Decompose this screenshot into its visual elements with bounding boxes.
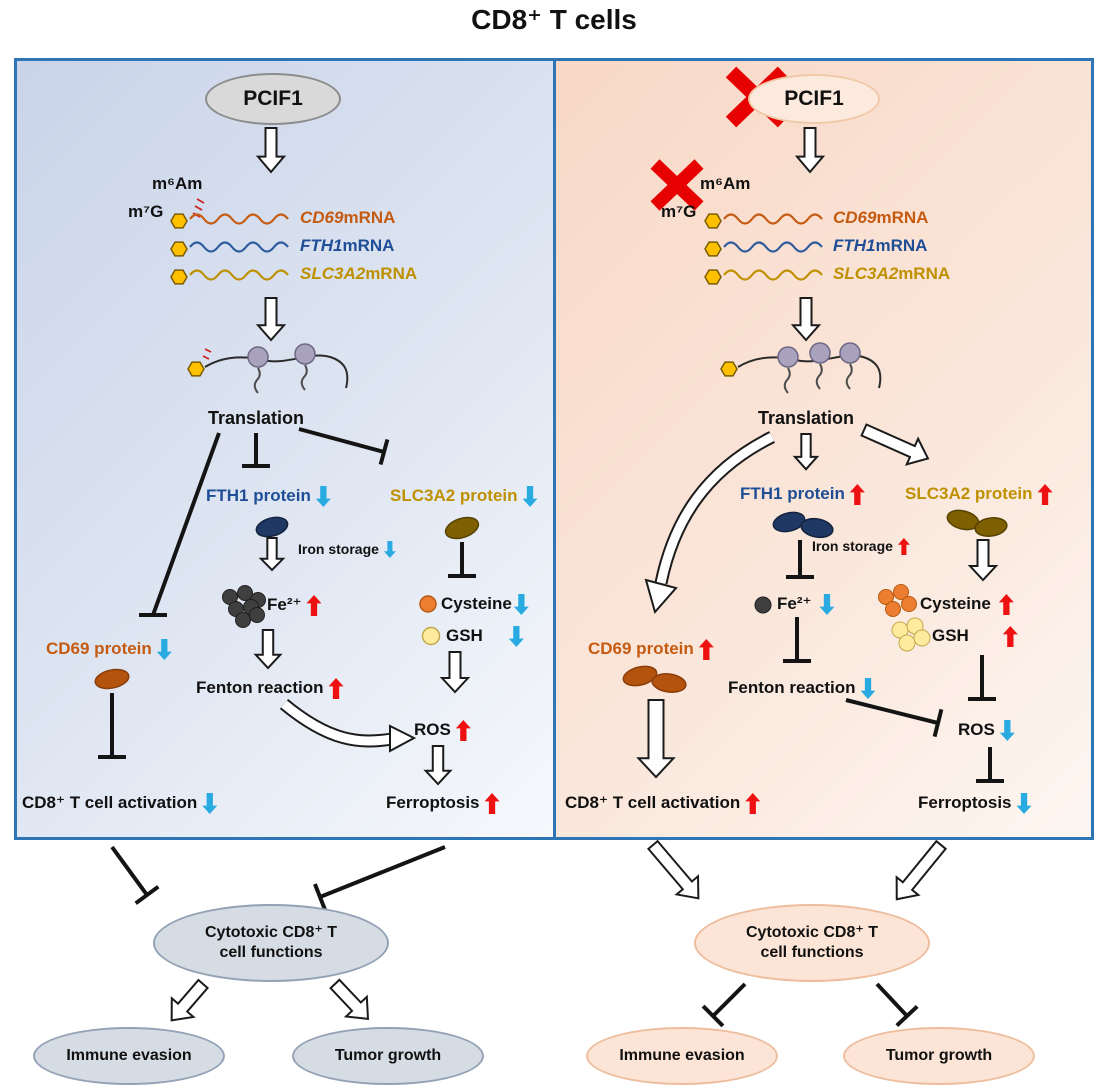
immune-evasion-node: Immune evasion	[586, 1027, 778, 1085]
gsh-label: GSH	[932, 626, 1018, 647]
cd69-mrna-label: CD69 mRNA	[300, 208, 396, 227]
iron-storage-label: Iron storage	[812, 538, 910, 555]
trend-up-icon	[898, 538, 910, 555]
inhibition-bar-ferroptosis-cytotoxic	[313, 845, 446, 911]
ferroptosis-label: Ferroptosis	[918, 793, 1032, 814]
trend-down-icon	[1000, 720, 1015, 741]
slc3a2-protein-label: SLC3A2 protein	[390, 486, 538, 507]
ros-label: ROS	[414, 720, 471, 741]
slc3a2-mrna-label: SLC3A2 mRNA	[300, 264, 418, 283]
trend-down-icon	[157, 639, 172, 660]
cysteine-label: Cysteine	[441, 594, 529, 615]
trend-up-icon	[456, 720, 471, 741]
fenton-label: Fenton reaction	[728, 678, 876, 699]
m6am-label: m⁶Am	[700, 174, 751, 193]
m7g-label: m⁷G	[128, 202, 164, 221]
cytotoxic-functions-node: Cytotoxic CD8⁺ T cell functions	[694, 904, 930, 982]
trend-down-icon	[384, 541, 396, 558]
hollow-arrow-icon	[323, 973, 380, 1030]
trend-up-icon	[1003, 626, 1018, 647]
translation-label: Translation	[207, 408, 305, 428]
trend-down-icon	[819, 594, 834, 615]
immune-evasion-node: Immune evasion	[33, 1027, 225, 1085]
trend-down-icon	[523, 486, 538, 507]
wildtype-panel	[17, 61, 553, 837]
pcif1-node: PCIF1	[205, 73, 341, 125]
fth1-mrna-label: FTH1 mRNA	[300, 236, 395, 255]
trend-up-icon	[329, 678, 344, 699]
gsh-label: GSH	[446, 626, 524, 647]
tumor-growth-node: Tumor growth	[292, 1027, 484, 1085]
translation-label: Translation	[757, 408, 855, 428]
cd69-protein-label: CD69 protein	[46, 639, 172, 660]
trend-down-icon	[1017, 793, 1032, 814]
trend-down-icon	[316, 486, 331, 507]
trend-down-icon	[509, 626, 524, 647]
slc3a2-mrna-label: SLC3A2 mRNA	[833, 264, 951, 283]
inhibition-bar-activation-cytotoxic	[110, 845, 160, 905]
fth1-mrna-label: FTH1 mRNA	[833, 236, 928, 255]
fe2-label: Fe²⁺	[777, 594, 834, 615]
cd69-mrna-label: CD69 mRNA	[833, 208, 929, 227]
trend-up-icon	[850, 484, 865, 505]
trend-down-icon	[861, 678, 876, 699]
iron-storage-label: Iron storage	[298, 541, 396, 558]
tumor-growth-node: Tumor growth	[843, 1027, 1035, 1085]
ros-label: ROS	[958, 720, 1015, 741]
fth1-protein-label: FTH1 protein	[740, 484, 865, 505]
cd69-protein-label: CD69 protein	[588, 639, 714, 660]
slc3a2-protein-label: SLC3A2 protein	[905, 484, 1053, 505]
inhibition-bar-cytotoxic-growth	[875, 982, 919, 1028]
fe2-label: Fe²⁺	[267, 595, 321, 616]
fth1-protein-label: FTH1 protein	[206, 486, 331, 507]
trend-up-icon	[485, 793, 500, 814]
m7g-label: m⁷G	[661, 202, 697, 221]
cysteine-label: Cysteine	[920, 594, 1014, 615]
diagram-title: CD8⁺ T cells	[471, 4, 637, 35]
trend-up-icon	[745, 793, 760, 814]
hollow-arrow-icon	[884, 835, 953, 910]
trend-up-icon	[1038, 484, 1053, 505]
trend-up-icon	[306, 595, 321, 616]
activation-label: CD8⁺ T cell activation	[22, 793, 217, 814]
trend-down-icon	[202, 793, 217, 814]
inhibition-bar-cytotoxic-evasion	[701, 982, 747, 1028]
trend-up-icon	[699, 639, 714, 660]
pcif1-node: PCIF1	[748, 74, 880, 124]
cytotoxic-functions-node: Cytotoxic CD8⁺ T cell functions	[153, 904, 389, 982]
activation-label: CD8⁺ T cell activation	[565, 793, 760, 814]
fenton-label: Fenton reaction	[196, 678, 344, 699]
m6am-label: m⁶Am	[152, 174, 203, 193]
ferroptosis-label: Ferroptosis	[386, 793, 500, 814]
hollow-arrow-icon	[159, 973, 215, 1031]
trend-down-icon	[514, 594, 529, 615]
hollow-arrow-icon	[641, 834, 711, 909]
trend-up-icon	[999, 594, 1014, 615]
